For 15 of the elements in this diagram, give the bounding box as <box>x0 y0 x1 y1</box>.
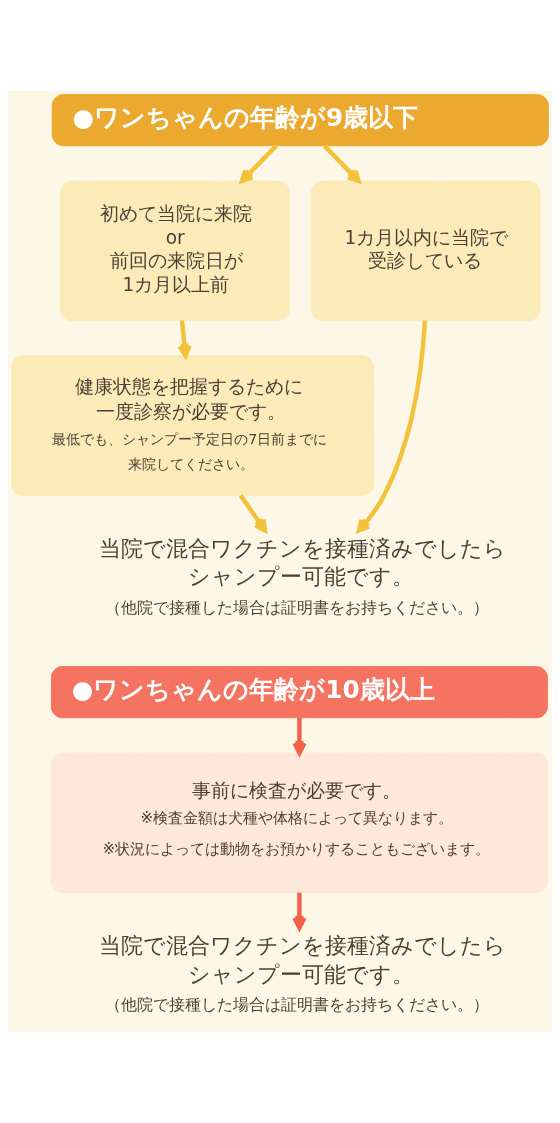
node-text: 当院で混合ワクチンを接種済みでしたらシャンプー可能です。 （他院で接種した場合は証明書をお持ちください。） <box>99 933 507 1015</box>
node-box: ●ワンちゃんの年齢が10歳以上 <box>50 666 548 719</box>
node-box: 健康状態を把握するために一度診察が必要です。 最低でも、シャンプー予定日の7日前までに来院してください。 <box>11 355 374 496</box>
arrow <box>292 892 307 931</box>
arrow <box>238 494 268 533</box>
node-box: 初めて当院に来院 or 前回の来院日が1カ月以上前 <box>60 180 290 321</box>
node-text: 当院で混合ワクチンを接種済みでしたらシャンプー可能です。 （他院で接種した場合は証明書をお持ちください。） <box>99 536 507 618</box>
node-box: 1カ月以内に当院で受診している <box>310 180 541 321</box>
arrow <box>239 144 278 184</box>
arrow <box>292 717 307 756</box>
arrow <box>322 144 361 184</box>
arrow <box>356 320 428 533</box>
node-box: ●ワンちゃんの年齢が9歳以下 <box>51 94 549 147</box>
arrow <box>177 320 192 359</box>
node-box: 事前に検査が必要です。 ※検査金額は犬種や体格によって異なります。 ※状況によっては動物をお預かりすることもございます。 <box>50 752 548 893</box>
